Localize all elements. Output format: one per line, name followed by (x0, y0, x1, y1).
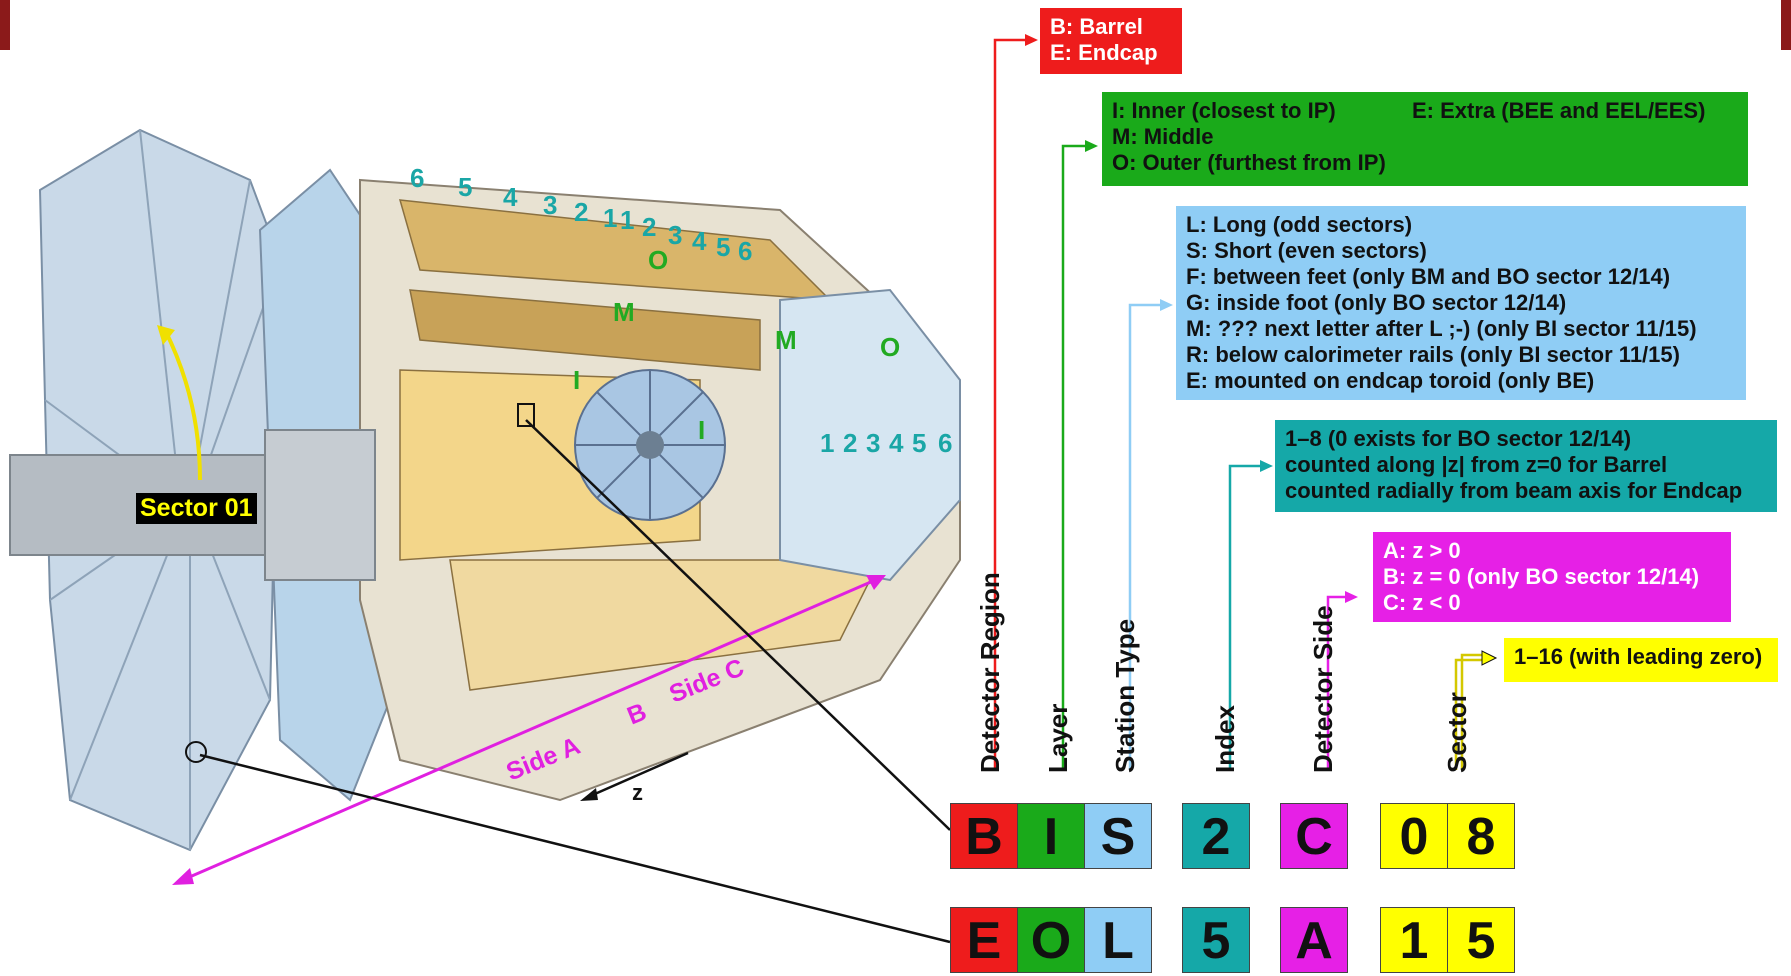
legend-sector-line: 1–16 (with leading zero) (1514, 644, 1768, 670)
legend-layer-extra: E: Extra (BEE and EEL/EES) (1412, 98, 1705, 124)
station-label-inner: I (573, 365, 580, 396)
top-number: 3 (543, 190, 557, 221)
station-label-middle: M (613, 297, 635, 328)
example1-index: 2 (1182, 803, 1250, 869)
legend-region-line: E: Endcap (1050, 40, 1172, 66)
example2-layer: O (1017, 907, 1085, 973)
sector-01-label: Sector 01 (136, 493, 257, 524)
label-sector: Sector (1442, 692, 1473, 773)
example2-region: E (950, 907, 1018, 973)
example2-station: L (1084, 907, 1152, 973)
legend-layer: I: Inner (closest to IP) E: Extra (BEE a… (1102, 92, 1748, 186)
right-number: 6 (938, 428, 952, 459)
example2-sector-digit: 1 (1380, 907, 1448, 973)
legend-index-line: counted radially from beam axis for Endc… (1285, 478, 1767, 504)
legend-station-line: S: Short (even sectors) (1186, 238, 1736, 264)
top-number: 1 (620, 205, 634, 236)
connector-layer (1063, 146, 1090, 770)
legend-side-line: B: z = 0 (only BO sector 12/14) (1383, 564, 1721, 590)
top-number: 3 (668, 220, 682, 251)
right-number: 5 (912, 428, 926, 459)
example1-layer: I (1017, 803, 1085, 869)
beam-pipe-center (636, 431, 664, 459)
right-number: 2 (843, 428, 857, 459)
legend-region: B: Barrel E: Endcap (1040, 8, 1182, 74)
top-number: 4 (692, 226, 706, 257)
example1-station: S (1084, 803, 1152, 869)
legend-side: A: z > 0 B: z = 0 (only BO sector 12/14)… (1373, 532, 1731, 622)
legend-station-line: F: between feet (only BM and BO sector 1… (1186, 264, 1736, 290)
beam-pipe-flange (265, 430, 375, 580)
z-label: z (632, 780, 643, 806)
legend-station-type: L: Long (odd sectors) S: Short (even sec… (1176, 206, 1746, 400)
legend-layer-middle: M: Middle (1112, 124, 1738, 150)
right-number: 3 (866, 428, 880, 459)
top-number: 1 (603, 203, 617, 234)
legend-side-line: A: z > 0 (1383, 538, 1721, 564)
right-number: 1 (820, 428, 834, 459)
side-axis-arrow-left (172, 868, 194, 885)
top-number: 2 (574, 197, 588, 228)
label-layer: Layer (1043, 704, 1074, 773)
top-number: 4 (503, 182, 517, 213)
example1-side: C (1280, 803, 1348, 869)
legend-layer-outer: O: Outer (furthest from IP) (1112, 150, 1738, 176)
top-number: 6 (410, 163, 424, 194)
top-number: 2 (642, 212, 656, 243)
top-number: 5 (458, 172, 472, 203)
station-label-inner: I (698, 415, 705, 446)
legend-station-line: R: below calorimeter rails (only BI sect… (1186, 342, 1736, 368)
legend-station-line: G: inside foot (only BO sector 12/14) (1186, 290, 1736, 316)
legend-station-line: E: mounted on endcap toroid (only BE) (1186, 368, 1736, 394)
legend-index-line: 1–8 (0 exists for BO sector 12/14) (1285, 426, 1767, 452)
legend-side-line: C: z < 0 (1383, 590, 1721, 616)
label-station-type: Station Type (1110, 619, 1141, 773)
label-index: Index (1210, 705, 1241, 773)
legend-index-line: counted along |z| from z=0 for Barrel (1285, 452, 1767, 478)
top-number: 6 (738, 236, 752, 267)
right-number: 4 (889, 428, 903, 459)
label-detector-side: Detector Side (1308, 605, 1339, 773)
legend-index: 1–8 (0 exists for BO sector 12/14) count… (1275, 420, 1777, 512)
top-number: 5 (716, 232, 730, 263)
station-label-outer: O (880, 332, 900, 363)
example2-index: 5 (1182, 907, 1250, 973)
station-label-middle: M (775, 325, 797, 356)
station-label-outer: O (648, 245, 668, 276)
example1-sector-digit: 0 (1380, 803, 1448, 869)
label-detector-region: Detector Region (975, 572, 1006, 773)
legend-region-line: B: Barrel (1050, 14, 1172, 40)
example1-region: B (950, 803, 1018, 869)
legend-station-line: L: Long (odd sectors) (1186, 212, 1736, 238)
example2-side: A (1280, 907, 1348, 973)
example2-sector-digit: 5 (1447, 907, 1515, 973)
legend-sector: 1–16 (with leading zero) (1504, 638, 1778, 682)
legend-station-line: M: ??? next letter after L ;-) (only BI … (1186, 316, 1736, 342)
example1-sector-digit: 8 (1447, 803, 1515, 869)
